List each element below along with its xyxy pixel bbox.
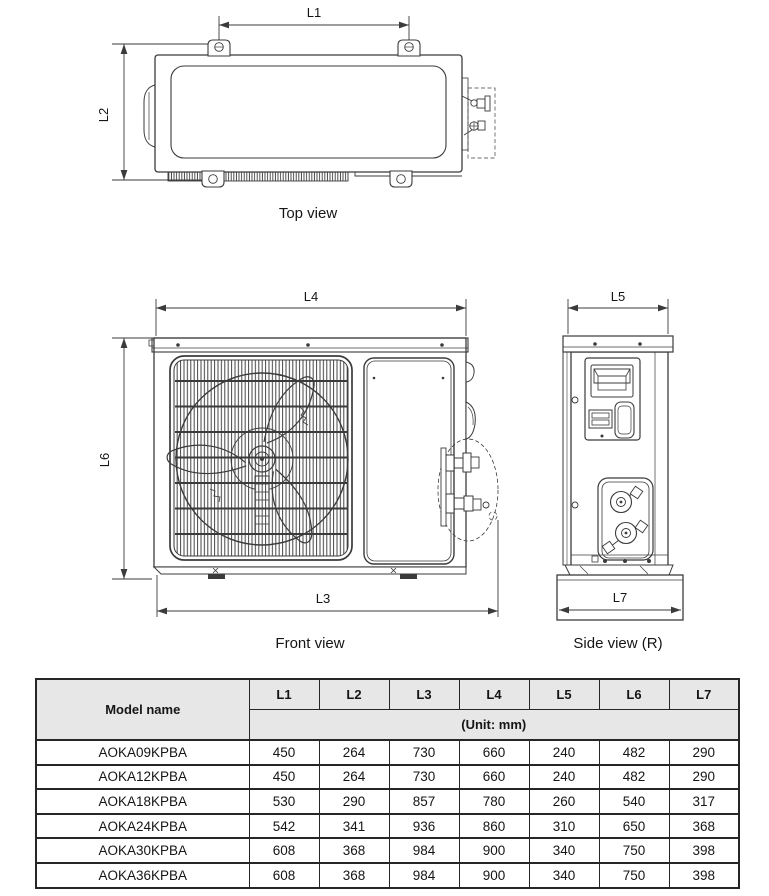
model-name-cell: AOKA18KPBA (35, 788, 250, 815)
dim-value-cell: 936 (388, 812, 460, 839)
col-header-l4: L4 (458, 678, 530, 710)
dim-value-cell: 660 (458, 763, 530, 790)
dim-value-cell: 264 (318, 763, 390, 790)
side-view-diagram: L5 (556, 290, 684, 652)
dim-value-cell: 900 (458, 837, 530, 864)
dim-label-l3: L3 (316, 591, 330, 606)
dim-value-cell: 900 (458, 861, 530, 889)
dim-value-cell: 650 (598, 812, 670, 839)
dim-value-cell: 780 (458, 788, 530, 815)
dim-label-l6: L6 (97, 453, 112, 467)
dim-value-cell: 542 (248, 812, 320, 839)
dim-value-cell: 482 (598, 739, 670, 766)
dim-l1: L1 (218, 5, 410, 44)
dim-value-cell: 368 (668, 812, 740, 839)
dim-l7: L7 (559, 590, 681, 614)
mounting-brackets (201, 39, 421, 188)
dim-label-l5: L5 (611, 290, 625, 304)
side-base (556, 554, 684, 621)
dim-value-cell: 984 (388, 837, 460, 864)
dim-label-l7: L7 (613, 590, 627, 605)
dim-value-cell: 290 (318, 788, 390, 815)
dim-value-cell: 398 (668, 837, 740, 864)
dim-value-cell: 860 (458, 812, 530, 839)
pipe-cover-hooks (465, 361, 476, 440)
model-name-cell: AOKA36KPBA (35, 861, 250, 889)
front-base (152, 566, 467, 579)
dim-l2: L2 (96, 43, 210, 181)
dim-label-l1: L1 (307, 5, 321, 20)
dim-value-cell: 264 (318, 739, 390, 766)
model-name-cell: AOKA30KPBA (35, 837, 250, 864)
dim-value-cell: 368 (318, 837, 390, 864)
dim-value-cell: 857 (388, 788, 460, 815)
dim-value-cell: 340 (528, 837, 600, 864)
dim-l6: L6 (97, 337, 152, 580)
top-view-pipe-valves (461, 77, 496, 159)
dim-label-l2: L2 (96, 108, 111, 122)
dim-value-cell: 290 (668, 739, 740, 766)
dim-value-cell: 530 (248, 788, 320, 815)
dim-value-cell: 341 (318, 812, 390, 839)
dim-l3: L3 (156, 520, 499, 617)
dim-value-cell: 482 (598, 763, 670, 790)
dim-value-cell: 310 (528, 812, 600, 839)
model-name-cell: AOKA12KPBA (35, 763, 250, 790)
model-name-header: Model name (35, 678, 250, 741)
dim-l5: L5 (567, 290, 669, 334)
dim-value-cell: 317 (668, 788, 740, 815)
dim-value-cell: 608 (248, 861, 320, 889)
col-header-l2: L2 (318, 678, 390, 710)
side-view-title: Side view (R) (573, 635, 662, 652)
dim-value-cell: 340 (528, 861, 600, 889)
col-header-l6: L6 (598, 678, 670, 710)
dim-value-cell: 368 (318, 861, 390, 889)
col-header-l1: L1 (248, 678, 320, 710)
dim-value-cell: 750 (598, 861, 670, 889)
dim-value-cell: 450 (248, 739, 320, 766)
model-name-cell: AOKA09KPBA (35, 739, 250, 766)
dim-value-cell: 730 (388, 763, 460, 790)
dim-value-cell: 450 (248, 763, 320, 790)
dim-value-cell: 730 (388, 739, 460, 766)
dim-value-cell: 608 (248, 837, 320, 864)
dim-value-cell: 984 (388, 861, 460, 889)
dim-value-cell: 750 (598, 837, 670, 864)
dim-value-cell: 660 (458, 739, 530, 766)
top-view-title: Top view (279, 205, 338, 222)
side-valve-cutout (597, 477, 654, 561)
model-name-cell: AOKA24KPBA (35, 812, 250, 839)
top-view-diagram: L1 L2 (96, 5, 496, 222)
dim-value-cell: 398 (668, 861, 740, 889)
dim-value-cell: 240 (528, 763, 600, 790)
dim-value-cell: 540 (598, 788, 670, 815)
front-view-diagram: L4 L6 (97, 290, 499, 652)
col-header-l5: L5 (528, 678, 600, 710)
dim-value-cell: 290 (668, 763, 740, 790)
dim-label-l4: L4 (304, 290, 318, 304)
side-access-panel (584, 357, 641, 441)
fan-grille (169, 355, 353, 561)
unit-label: (Unit: mm) (248, 709, 740, 741)
dim-value-cell: 260 (528, 788, 600, 815)
front-valves (437, 438, 499, 542)
service-panel (363, 357, 455, 565)
col-header-l7: L7 (668, 678, 740, 710)
top-view-unit-body (143, 54, 463, 182)
dim-value-cell: 240 (528, 739, 600, 766)
front-view-title: Front view (275, 635, 344, 652)
dim-l4: L4 (155, 290, 467, 336)
col-header-l3: L3 (388, 678, 460, 710)
